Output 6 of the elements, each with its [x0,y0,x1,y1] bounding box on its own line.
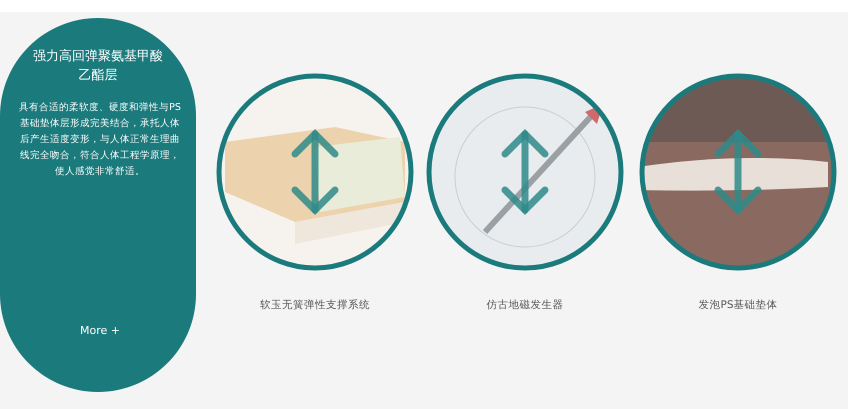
circle-caption: 仿古地磁发生器 [486,298,564,312]
circle-caption: 发泡PS基础垫体 [698,298,778,312]
panel-description: 具有合适的柔软度、硬度和弹性与PS基础垫体层形成完美结合，承托人体后产生适度变形，与人体正常生理曲线完全吻合，符合人体工程学原理，使人感觉非常舒适。 [18,101,182,179]
circle-caption: 软玉无簧弹性支撑系统 [259,298,371,312]
panel-heading: 强力高回弹聚氨基甲酸乙酯层 [32,48,164,85]
more-link: More + [79,324,121,337]
